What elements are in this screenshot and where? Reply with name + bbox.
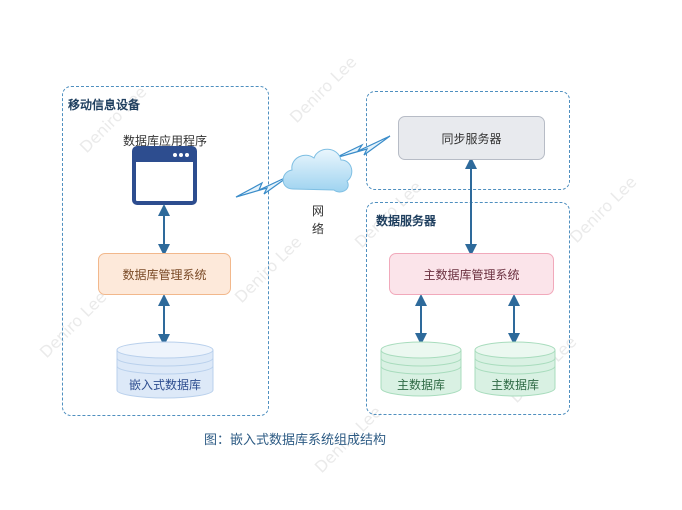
dbms-label: 数据库管理系统	[122, 267, 207, 282]
sync-server-node: 同步服务器	[398, 116, 545, 160]
lightning-left-icon	[235, 175, 290, 198]
dbms-node: 数据库管理系统	[98, 253, 231, 295]
network-label-line1: 网	[311, 204, 324, 218]
embedded-db-cylinder	[116, 341, 214, 399]
main-db1-cylinder	[380, 341, 462, 397]
lightning-right-icon	[334, 135, 391, 159]
main-db2-cylinder	[474, 341, 556, 397]
main-db2-label: 主数据库	[490, 378, 539, 392]
main-dbms-node: 主数据库管理系统	[389, 253, 554, 295]
window-icon	[132, 146, 197, 205]
app-label: 数据库应用程序	[122, 134, 207, 148]
mobile-device-group	[62, 86, 269, 416]
network-label-line2: 络	[311, 222, 324, 236]
sync-server-label: 同步服务器	[441, 131, 502, 146]
embedded-db-label: 嵌入式数据库	[128, 378, 201, 392]
main-dbms-label: 主数据库管理系统	[423, 267, 520, 282]
figure-caption: 图：嵌入式数据库系统组成结构	[204, 433, 387, 448]
main-db1-label: 主数据库	[396, 378, 445, 392]
data-server-title: 数据服务器	[376, 214, 437, 228]
cloud-icon	[282, 148, 353, 193]
mobile-device-title: 移动信息设备	[68, 98, 141, 112]
